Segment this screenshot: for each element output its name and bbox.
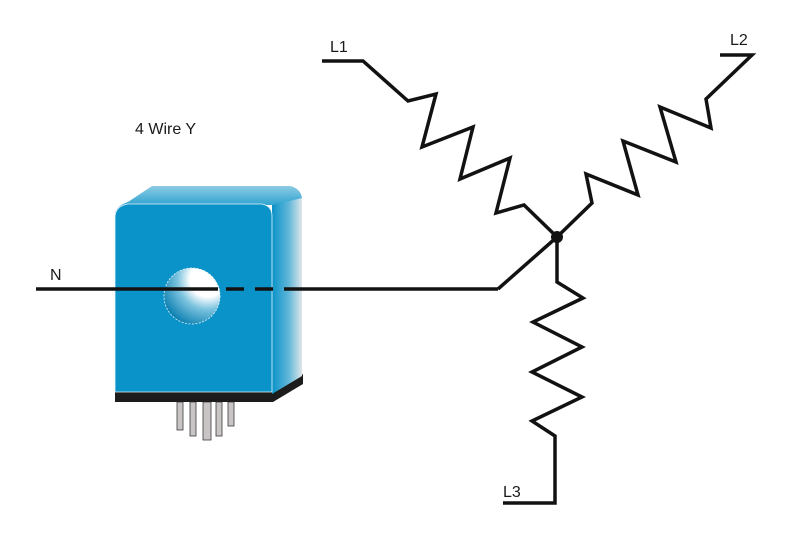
sensor-side — [272, 188, 302, 394]
sensor-base — [115, 374, 303, 402]
sensor-pins — [176, 401, 235, 441]
diagram-title: 4 Wire Y — [135, 121, 196, 138]
resistor-L3 — [503, 237, 587, 505]
neutral-wire — [36, 235, 559, 291]
current-sensor — [114, 186, 303, 441]
line1-label: L1 — [330, 39, 348, 56]
resistor-L2 — [555, 53, 757, 239]
resistor-L1 — [322, 59, 559, 239]
neutral-label: N — [50, 267, 62, 284]
sensor-aperture — [163, 267, 221, 325]
star-point-node — [551, 231, 563, 243]
line3-label: L3 — [503, 484, 521, 501]
sensor-top — [115, 186, 302, 213]
line2-label: L2 — [730, 32, 748, 49]
